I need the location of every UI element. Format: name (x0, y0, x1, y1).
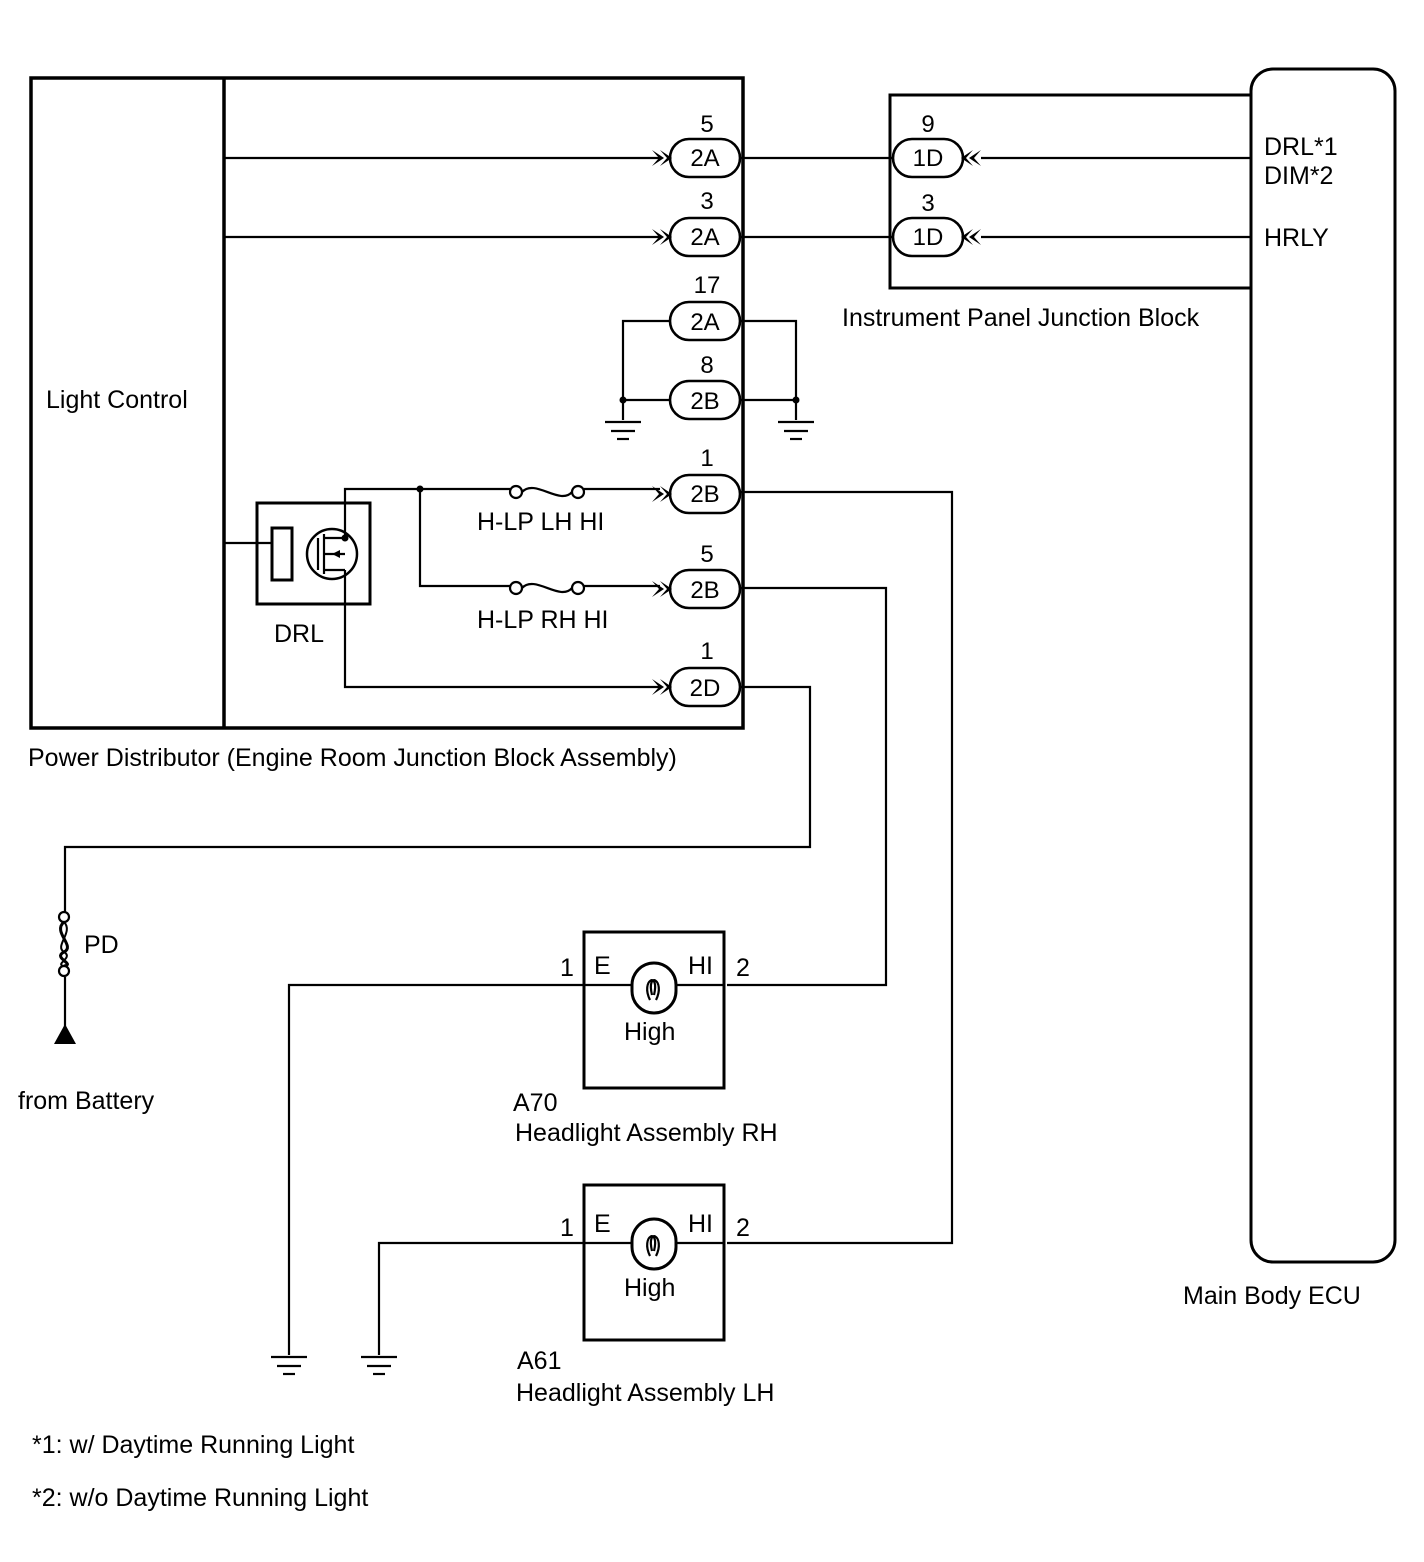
rh-hi-label: HI (688, 952, 713, 980)
connector-id: 2B (690, 481, 719, 508)
external-wires (63, 490, 954, 1355)
fuse-h-lp-lh-hi: H-LP LH HI (477, 484, 604, 536)
connector-2b-8: 8 2B (668, 352, 742, 421)
ecu-terminal-drl: DRL*1 (1264, 133, 1338, 161)
rh-e-label: E (594, 952, 611, 980)
connector-2a-5: 5 2A (652, 111, 742, 179)
connector-2a-17: 17 2A (668, 272, 742, 342)
connector-id: 1D (913, 224, 944, 251)
connector-pin: 1 (700, 638, 713, 665)
lh-hi-label: HI (688, 1210, 713, 1238)
lh-name: Headlight Assembly LH (516, 1379, 774, 1407)
connector-pin: 1 (700, 445, 713, 472)
connector-id: 2B (690, 577, 719, 604)
connector-pin: 3 (700, 188, 713, 215)
lh-pin-e: 1 (560, 1214, 574, 1242)
bulb-icon (630, 1217, 678, 1271)
lh-e-label: E (594, 1210, 611, 1238)
ground-icon (778, 420, 814, 441)
headlight-assembly-rh: E HI High 1 2 A70 Headlight Assembly RH (513, 930, 778, 1147)
headlight-assembly-lh: E HI High 1 2 A61 Headlight Assembly LH (516, 1183, 774, 1407)
drl-relay-box (255, 501, 372, 606)
connector-pin: 5 (700, 111, 713, 138)
ecu-title: Main Body ECU (1183, 1282, 1361, 1310)
lh-code: A61 (517, 1347, 561, 1375)
connector-id: 2B (690, 388, 719, 415)
ipjb-title: Instrument Panel Junction Block (842, 304, 1200, 332)
rh-bulb-label: High (624, 1018, 675, 1046)
drl-relay: DRL (224, 501, 372, 648)
fuse-rh-label: H-LP RH HI (477, 606, 609, 634)
connector-id: 2D (690, 675, 721, 702)
connector-2b-1: 1 2B (652, 445, 742, 515)
fuse-h-lp-rh-hi: H-LP RH HI (477, 580, 609, 634)
connector-2b-5: 5 2B (652, 541, 742, 610)
connector-pin: 9 (921, 111, 934, 138)
fuse-lh-label: H-LP LH HI (477, 508, 604, 536)
rh-name: Headlight Assembly RH (515, 1119, 778, 1147)
drl-transistor-icon (305, 527, 359, 581)
connector-2a-3: 3 2A (652, 188, 742, 258)
power-distributor: Light Control Power Distributor (Engine … (28, 76, 745, 772)
connector-id: 2A (690, 224, 719, 251)
connector-id: 2A (690, 145, 719, 172)
interblock-wires (740, 156, 1251, 239)
power-distributor-outline (29, 76, 745, 730)
ground-icon (361, 1355, 397, 1376)
connector-pin: 3 (921, 190, 934, 217)
connector-1d-3: 3 1D (891, 190, 981, 258)
power-distributor-title: Power Distributor (Engine Room Junction … (28, 744, 677, 772)
lh-bulb-label: High (624, 1274, 675, 1302)
note-2: *2: w/o Daytime Running Light (32, 1484, 368, 1512)
connector-pin: 5 (700, 541, 713, 568)
battery-label: from Battery (18, 1087, 155, 1115)
ecu-terminal-dim: DIM*2 (1264, 162, 1333, 190)
connector-id: 2A (690, 309, 719, 336)
internal-wires (224, 156, 800, 689)
ground-icon (271, 1355, 307, 1376)
note-1: *1: w/ Daytime Running Light (32, 1431, 354, 1459)
rh-code: A70 (513, 1089, 557, 1117)
ground-icon (605, 420, 641, 441)
connector-1d-9: 9 1D (891, 111, 981, 179)
bulb-icon (630, 961, 678, 1015)
lh-pin-hi: 2 (736, 1214, 750, 1242)
connector-pin: 17 (694, 272, 721, 299)
drl-label: DRL (274, 620, 324, 648)
drl-coil (270, 526, 294, 582)
light-control-label: Light Control (46, 386, 188, 414)
connector-pin: 8 (700, 352, 713, 379)
fuse-pd-label: PD (84, 931, 119, 959)
instrument-panel-junction-block: Instrument Panel Junction Block (842, 93, 1251, 332)
battery-arrow-icon: from Battery (18, 1024, 155, 1115)
connector-2d-1: 1 2D (652, 638, 742, 708)
connector-id: 1D (913, 145, 944, 172)
rh-pin-hi: 2 (736, 954, 750, 982)
main-body-ecu: DRL*1 DIM*2 HRLY Main Body ECU (1183, 67, 1397, 1310)
fuse-pd: PD (57, 910, 119, 978)
rh-pin-e: 1 (560, 954, 574, 982)
ecu-terminal-hrly: HRLY (1264, 224, 1329, 252)
